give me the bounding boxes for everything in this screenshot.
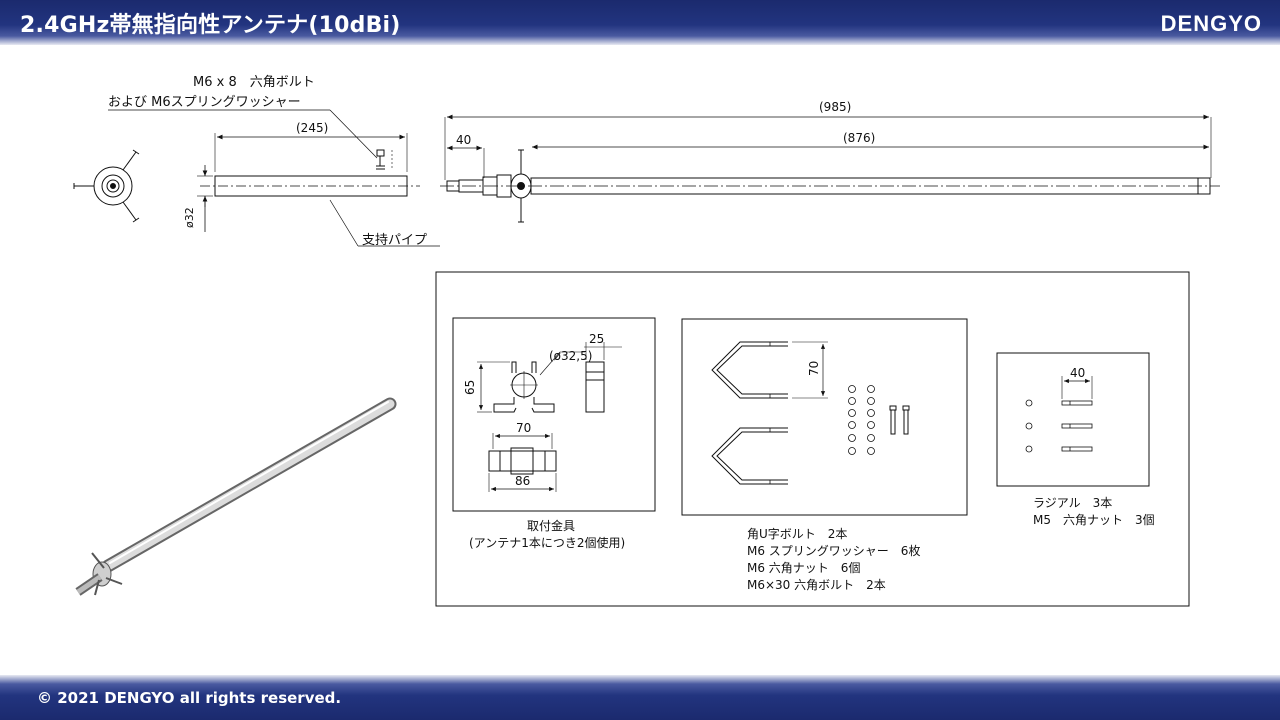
support-pipe-drawing: [108, 109, 440, 247]
ubolt-caption-3: M6 六角ナット 6個: [747, 561, 860, 575]
bracket-caption-note: (アンテナ1本につき2個使用): [469, 535, 625, 550]
bracket-outer-dim: 86: [515, 474, 530, 488]
copyright-text: © 2021 DENGYO all rights reserved.: [37, 689, 342, 707]
page-title: 2.4GHz帯無指向性アンテナ(10dBi): [20, 13, 401, 38]
footer-bar: © 2021 DENGYO all rights reserved.: [0, 675, 1280, 720]
bracket-diameter-dim: (ø32,5): [549, 349, 592, 363]
radial-caption-1: ラジアル 3本: [1033, 496, 1112, 510]
ubolt-height-dim: 70: [807, 361, 821, 376]
radial-drawing: [1025, 376, 1093, 453]
ubolt-box: [681, 318, 968, 516]
base-length-dim: 40: [456, 133, 471, 147]
header-bar: 2.4GHz帯無指向性アンテナ(10dBi) DENGYO: [0, 0, 1280, 45]
support-pipe-label: 支持パイプ: [362, 233, 427, 248]
element-length-dim: (876): [843, 131, 875, 145]
mounting-bracket-drawing: [477, 342, 622, 492]
bracket-box: [452, 317, 656, 512]
dengyo-logo: DENGYO: [1160, 11, 1262, 36]
pipe-diameter-dim: ø32: [183, 207, 196, 228]
accessories-frame: [435, 271, 1190, 607]
bracket-width-dim: 25: [589, 332, 604, 346]
base-end-view: [73, 149, 140, 223]
total-length-dim: (985): [819, 100, 851, 114]
bracket-height-dim: 65: [463, 380, 477, 395]
ubolt-caption-4: M6×30 六角ボルト 2本: [747, 578, 886, 592]
radial-length-dim: 40: [1070, 366, 1085, 380]
bracket-inner-dim: 70: [516, 421, 531, 435]
bolt-label-line1: M6 x 8 六角ボルト: [193, 75, 315, 90]
pipe-length-dim: (245): [296, 121, 328, 135]
ubolt-drawing: [711, 341, 910, 485]
bolt-label-line2: および M6スプリングワッシャー: [108, 95, 301, 110]
ubolt-caption-2: M6 スプリングワッシャー 6枚: [747, 543, 920, 558]
antenna-perspective-view: [75, 397, 397, 596]
radial-caption-2: M5 六角ナット 3個: [1033, 513, 1155, 527]
radial-box: [996, 352, 1150, 487]
bracket-caption: 取付金具: [527, 518, 575, 533]
antenna-side-view: [440, 114, 1220, 223]
ubolt-caption-1: 角U字ボルト 2本: [747, 526, 847, 541]
